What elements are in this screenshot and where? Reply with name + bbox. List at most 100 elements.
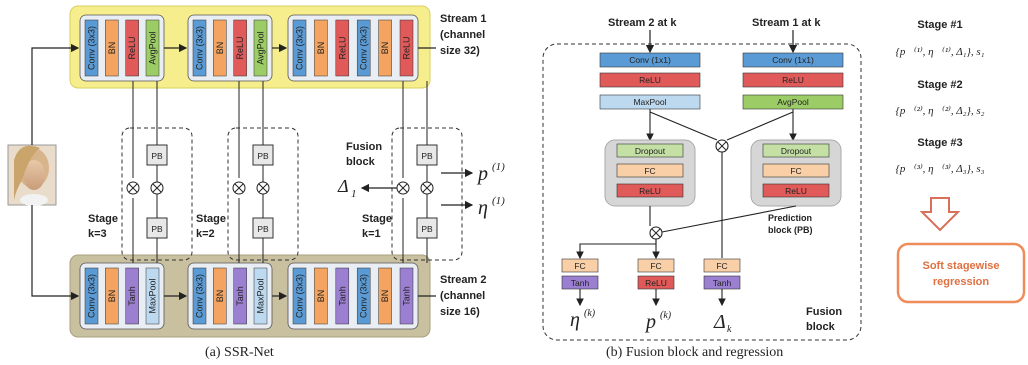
stream2-layer-2-1 xyxy=(192,267,207,325)
mid-right-relu xyxy=(742,72,844,88)
bottom-fc-eta-label: FC xyxy=(574,261,585,271)
caption-fusion: (b) Fusion block and regression xyxy=(606,345,783,360)
stream2-layer-label-1-2: BN xyxy=(107,290,117,303)
stream2-layer-2-4 xyxy=(253,267,268,325)
stream1-layer-label-1-3: ReLU xyxy=(127,36,137,59)
stream1-layer-label-1-1: Conv (3x3) xyxy=(87,26,97,70)
stream2-layer-label-1-3: Tanh xyxy=(127,286,137,306)
stream2-layer-2-2 xyxy=(213,267,227,325)
pb-label-1-2: PB xyxy=(151,224,163,234)
stream1-layer-label-2-4: AvgPool xyxy=(256,31,266,64)
bottom-fc-p-label: FC xyxy=(650,261,661,271)
multiply-node-1-1 xyxy=(126,181,140,195)
soft-regression-line1: Soft stagewise xyxy=(922,260,999,272)
stream1-layer-3-5 xyxy=(378,19,392,77)
pb-left-dropout-label: Dropout xyxy=(635,146,666,156)
stream2-layer-3-4 xyxy=(356,267,371,325)
stream1-layer-3-6 xyxy=(399,19,414,77)
stream2-layer-3-5 xyxy=(378,267,392,325)
multiply-node-bottom xyxy=(649,226,663,240)
stream1-group-3 xyxy=(287,14,419,82)
p-k-symbol: p⃗ xyxy=(644,311,672,333)
stream2-label-line3: size 16) xyxy=(440,306,480,318)
stagewise-panel: Stage #1 {p⃗⁽¹⁾, η⃗⁽¹⁾, Δ₁}, s₁ Stage #2… xyxy=(896,19,1026,304)
pb-label-3-1: PB xyxy=(421,151,433,161)
delta1-subscript: 1 xyxy=(351,188,357,200)
eta-k-sup: (k) xyxy=(584,308,596,319)
stream2-layer-3-3 xyxy=(335,267,350,325)
multiply-node-2-1 xyxy=(232,181,246,195)
pb-label-2-1: PB xyxy=(257,151,269,161)
stream2-label-line1: Stream 2 xyxy=(440,274,486,286)
pb-right-fc-label: FC xyxy=(790,166,801,176)
stream2-layer-label-2-3: Tanh xyxy=(235,286,245,306)
stream1-label-line3: size 32) xyxy=(440,45,480,57)
mid-right-avgpool-label: AvgPool xyxy=(777,97,809,107)
pb-right-relu-label: ReLU xyxy=(785,186,807,196)
mid-right-conv xyxy=(742,52,844,68)
bottom-act-p-label: ReLU xyxy=(645,278,667,288)
stream1-layer-label-1-4: AvgPool xyxy=(148,31,158,64)
pb-right-fc xyxy=(762,163,830,178)
bottom-act-eta-label: Tanh xyxy=(571,278,590,288)
pb-left-fc xyxy=(616,163,684,178)
stream1-layer-2-2 xyxy=(213,19,227,77)
pb-left-relu xyxy=(616,183,684,198)
pb-right-dropout-label: Dropout xyxy=(781,146,812,156)
multiply-node-3-2 xyxy=(420,181,434,195)
prediction-block-label-line1: Prediction xyxy=(768,213,812,223)
stream2-layer-1-2 xyxy=(105,267,119,325)
soft-regression-box xyxy=(896,242,1026,304)
mid-left-conv xyxy=(599,52,701,68)
stream1-layer-label-2-3: ReLU xyxy=(235,36,245,59)
mid-right-relu-label: ReLU xyxy=(782,75,804,85)
pb-left-fc-label: FC xyxy=(644,166,655,176)
stage2-title: Stage #2 xyxy=(917,79,962,91)
stage2-label-line1: Stage xyxy=(196,213,226,225)
down-arrow-icon xyxy=(919,197,961,232)
pb-label-3-2: PB xyxy=(421,224,433,234)
stage1-title: Stage #1 xyxy=(917,19,962,31)
stream1-layer-label-2-1: Conv (3x3) xyxy=(195,26,205,70)
stream2-layer-3-6 xyxy=(399,267,414,325)
fusion-label-line1: Fusion xyxy=(346,141,382,153)
stream1-layer-1-3 xyxy=(125,19,139,77)
stream2-layer-3-2 xyxy=(314,267,328,325)
stage1-label-line1: Stage xyxy=(362,213,392,225)
stream1-layer-3-3 xyxy=(335,19,350,77)
mid-left-relu xyxy=(599,72,701,88)
stream1-layer-2-3 xyxy=(233,19,247,77)
stream1-layer-3-4 xyxy=(356,19,371,77)
stream1-layer-label-1-2: BN xyxy=(107,42,117,55)
multiply-node-center xyxy=(715,139,729,153)
stream1-layer-1-1 xyxy=(84,19,99,77)
delta-k-sub: k xyxy=(727,324,732,335)
bottom-fc-p xyxy=(637,258,675,273)
stream2-layer-1-4 xyxy=(145,267,160,325)
fusion-block-panel: Stream 2 at k Stream 1 at k Conv (1x1) R… xyxy=(542,17,862,360)
stream2-layer-label-2-2: BN xyxy=(215,290,225,303)
stage2-label-line2: k=2 xyxy=(196,228,215,240)
stream2-layer-label-1-4: MaxPool xyxy=(148,278,158,313)
fusion-block-label-line2: block xyxy=(806,321,836,333)
stream2-at-k-label: Stream 2 at k xyxy=(608,17,677,29)
stream1-layer-2-1 xyxy=(192,19,207,77)
stream1-label-line2: (channel xyxy=(440,29,485,41)
eta-output-sup: (1) xyxy=(492,195,505,207)
stage1-label-line2: k=1 xyxy=(362,228,381,240)
prediction-block-label-line2: block (PB) xyxy=(768,225,813,235)
stage1-expr: {p⃗⁽¹⁾, η⃗⁽¹⁾, Δ₁}, s₁ xyxy=(896,46,985,58)
bottom-act-delta-label: Tanh xyxy=(713,278,732,288)
multiply-node-2-2 xyxy=(256,181,270,195)
stream1-layer-label-3-4: Conv (3x3) xyxy=(359,26,369,70)
fusion-block-label-line1: Fusion xyxy=(806,306,842,318)
stream1-layer-label-3-6: ReLU xyxy=(402,36,412,59)
stage3-expr: {p⃗⁽³⁾, η⃗⁽³⁾, Δ₃}, s₃ xyxy=(896,163,985,175)
stream2-layer-1-1 xyxy=(84,267,99,325)
mid-right-conv-label: Conv (1x1) xyxy=(772,55,814,65)
stream2-label-line2: (channel xyxy=(440,290,485,302)
pb-label-2-2: PB xyxy=(257,224,269,234)
eta-output-symbol: η⃗ xyxy=(478,197,503,219)
mid-left-maxpool-label: MaxPool xyxy=(633,97,666,107)
